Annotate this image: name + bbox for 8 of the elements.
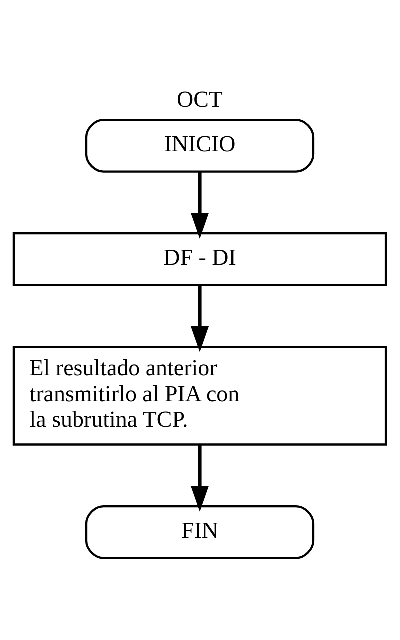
node-box: INICIO bbox=[85, 118, 315, 172]
arrow bbox=[190, 284, 210, 352]
arrow bbox=[190, 171, 210, 238]
diagram-title: OCT bbox=[177, 86, 223, 112]
node-box: DF - DI bbox=[12, 232, 388, 286]
node-box: FIN bbox=[85, 504, 315, 559]
arrow bbox=[190, 444, 210, 512]
node-box: El resultado anterior transmitirlo al PIA con la subrutina TCP. bbox=[12, 346, 388, 446]
